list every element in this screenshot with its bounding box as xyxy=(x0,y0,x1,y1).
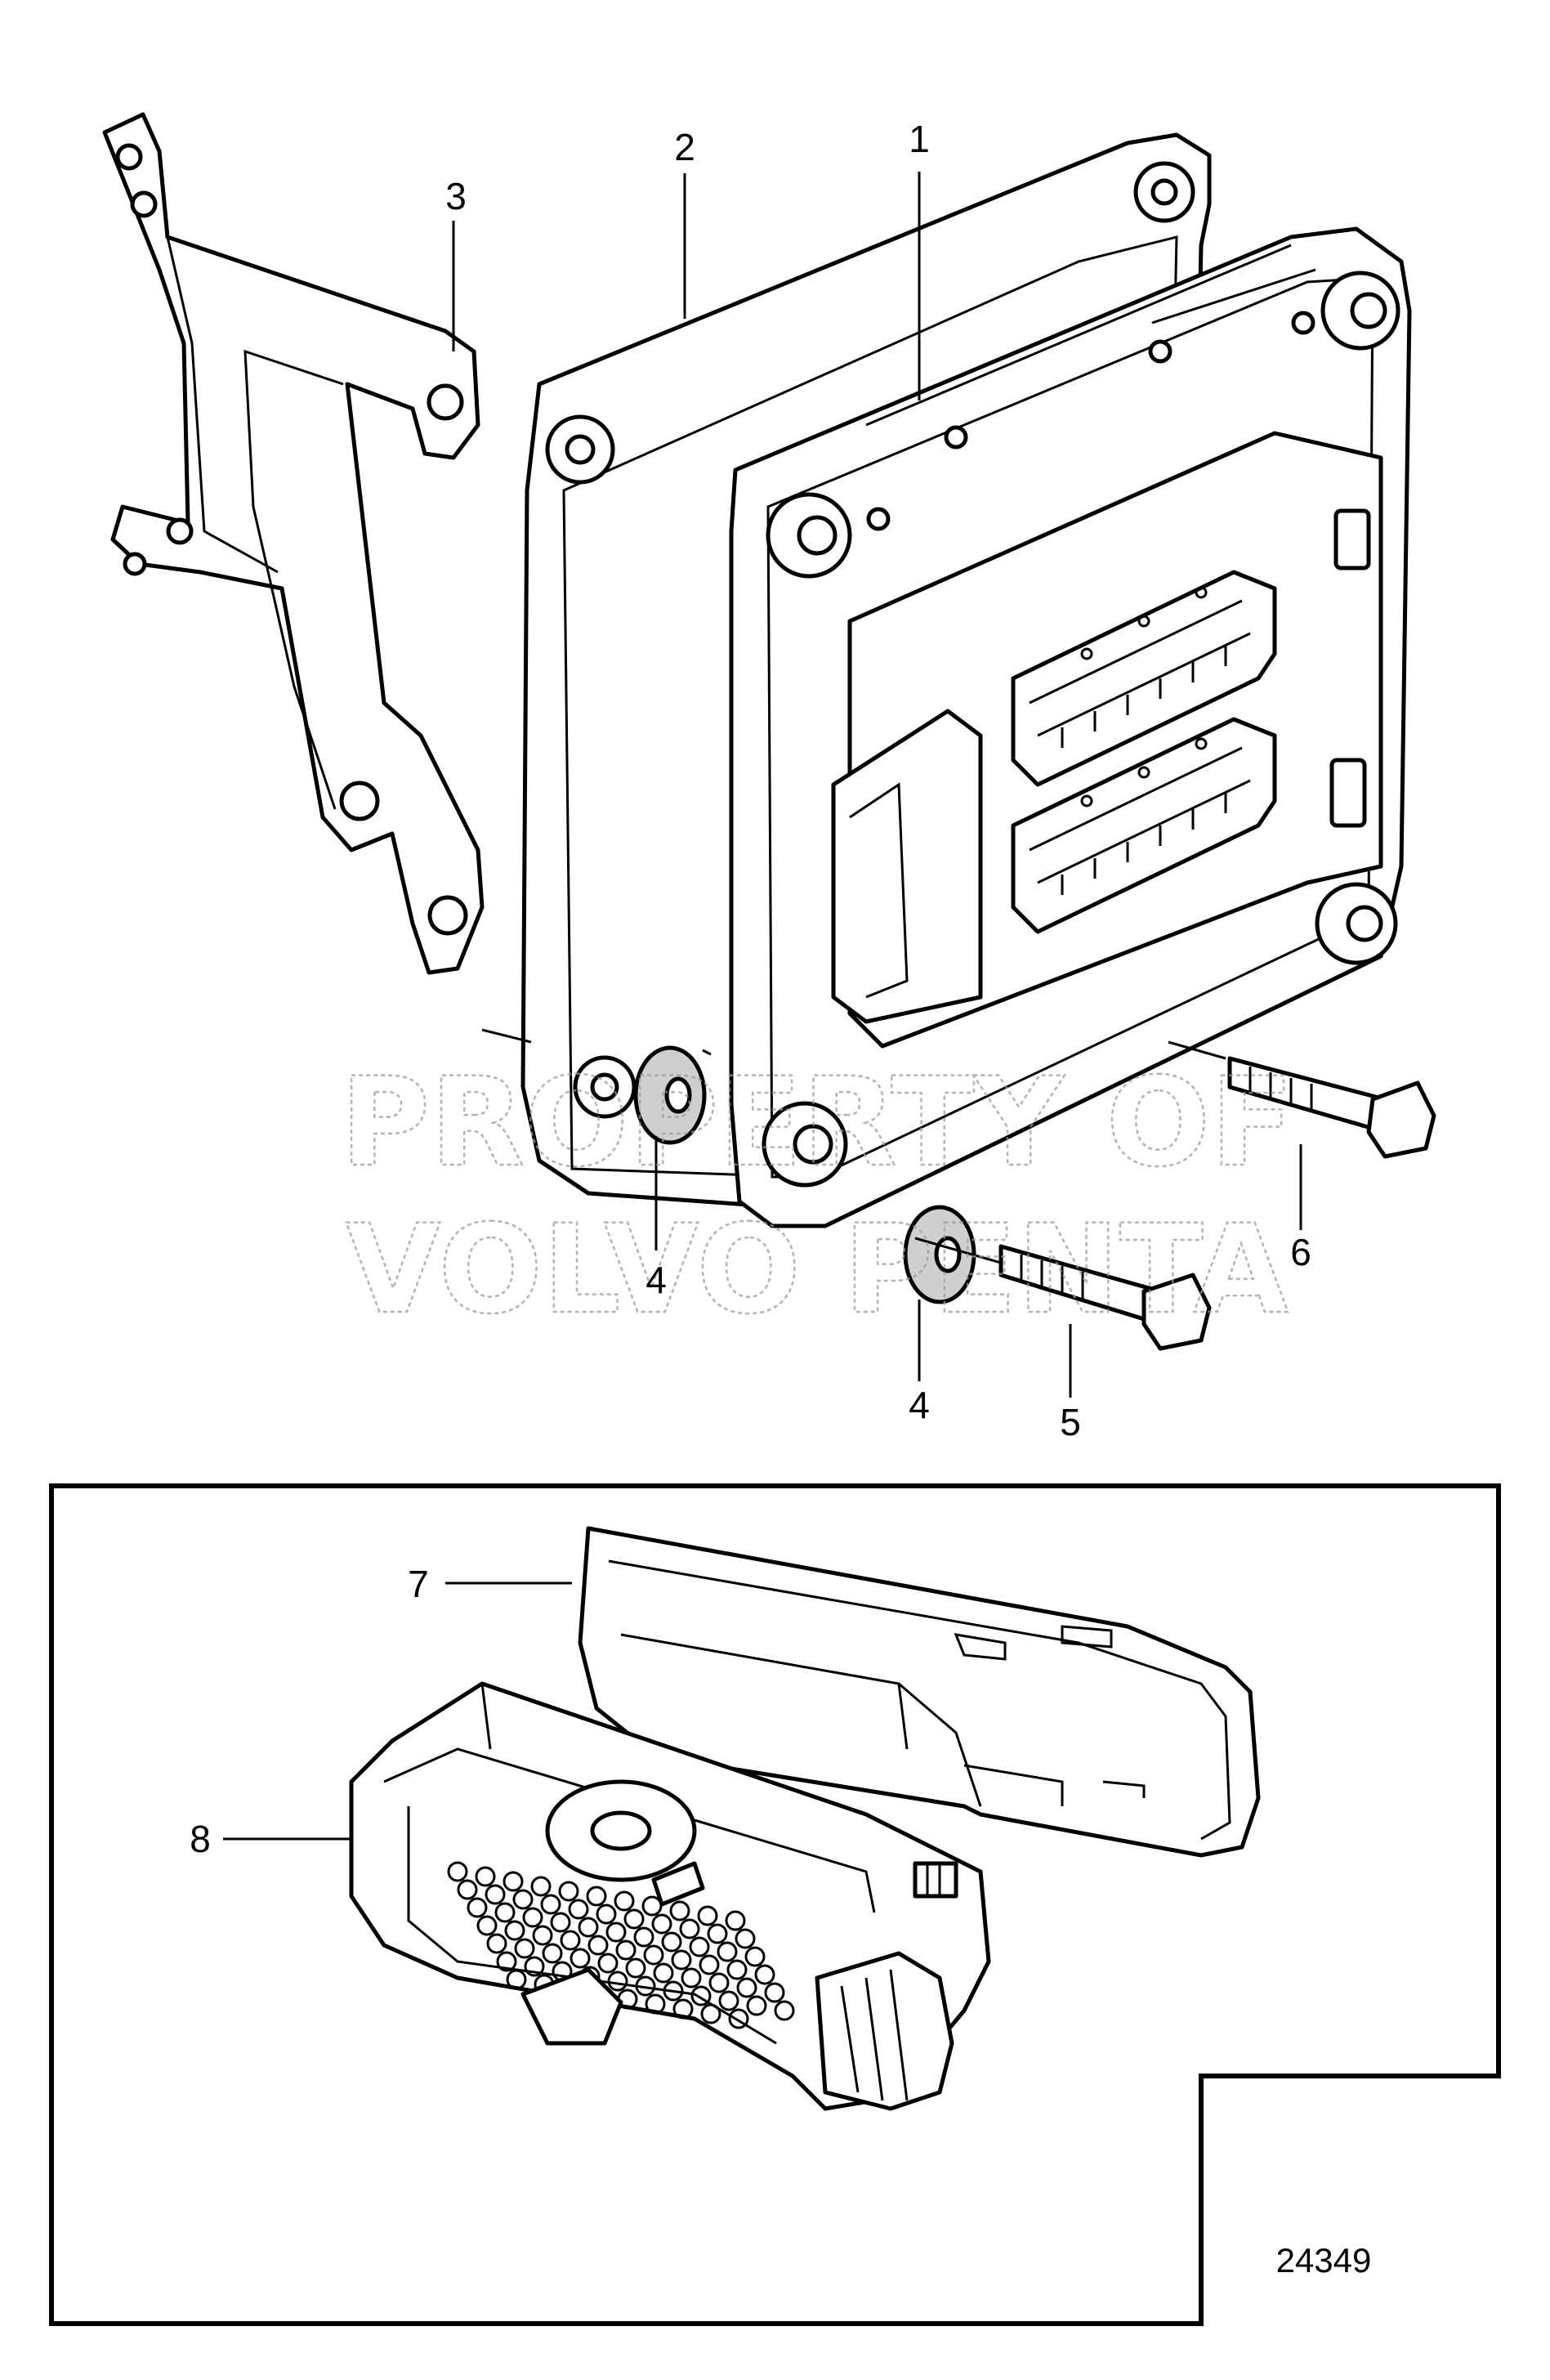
connector-housing xyxy=(349,1681,991,2111)
connector-pin xyxy=(486,1933,507,1954)
connector-socket-upper xyxy=(1011,570,1277,787)
connector-pin xyxy=(651,1913,672,1935)
connector-pin xyxy=(754,1964,775,1985)
mounting-bracket xyxy=(102,112,485,975)
connector-pin xyxy=(475,1866,496,1887)
connector-pin xyxy=(494,1902,516,1923)
connector-pin xyxy=(728,2008,749,2029)
connector-pin xyxy=(764,1982,785,2003)
callout-5: 5 xyxy=(1060,1401,1081,1443)
connector-pin xyxy=(568,1899,589,1920)
connector-pin xyxy=(514,1938,535,1959)
connector-pin xyxy=(690,1985,712,2006)
bolt-lower xyxy=(998,1244,1212,1351)
connector-pin xyxy=(447,1861,468,1882)
connector-pin xyxy=(661,1931,682,1953)
connector-pin xyxy=(542,1943,563,1964)
connector-pin xyxy=(633,1926,654,1948)
connector-pin xyxy=(570,1948,591,1969)
connector-pin xyxy=(524,1956,545,1977)
connector-pin xyxy=(635,1975,656,1997)
connector-pin xyxy=(708,1972,730,1993)
connector-pin xyxy=(496,1951,517,1972)
connector-pin xyxy=(736,1977,757,1998)
connector-pin xyxy=(671,1949,692,1971)
connector-pin xyxy=(726,1959,748,1980)
connector-pin xyxy=(643,1944,664,1966)
figure-number: 24349 xyxy=(1276,2241,1372,2279)
connector-pin xyxy=(689,1936,710,1957)
callout-8: 8 xyxy=(190,1818,211,1860)
connector-pin xyxy=(718,1990,739,2011)
connector-pin xyxy=(597,1953,619,1974)
connector-pin xyxy=(725,1910,746,1931)
connector-pin xyxy=(625,1957,646,1979)
connector-pin xyxy=(699,1954,720,1975)
connector-pin xyxy=(476,1915,498,1936)
connector-pin xyxy=(586,1886,607,1907)
watermark: PROPERTY OF VOLVO PENTA xyxy=(339,1051,1295,1343)
connector-pin xyxy=(623,1908,645,1930)
callout-4b: 4 xyxy=(909,1384,930,1426)
connector-pin xyxy=(669,1900,690,1921)
rubber-grommet-right xyxy=(903,1205,976,1304)
ecu-control-unit xyxy=(729,226,1412,1228)
connector-pin xyxy=(578,1917,599,1938)
connector-pin xyxy=(540,1894,561,1915)
connector-pin xyxy=(746,1995,767,2016)
connector-pin xyxy=(605,1921,627,1943)
connector-pin xyxy=(587,1935,609,1956)
svg-text:PROPERTY OF: PROPERTY OF xyxy=(340,1052,1293,1194)
callout-6: 6 xyxy=(1290,1231,1311,1273)
connector-pin xyxy=(530,1876,552,1897)
svg-text:VOLVO PENTA: VOLVO PENTA xyxy=(346,1199,1289,1341)
bolt-right xyxy=(1227,1056,1436,1159)
connector-pin xyxy=(485,1884,506,1905)
connector-pin xyxy=(457,1879,478,1900)
callout-4a: 4 xyxy=(645,1259,667,1301)
connector-pin xyxy=(744,1946,766,1967)
connector-pin xyxy=(607,1971,628,1992)
connector-pin xyxy=(506,1969,527,1990)
connector-pin xyxy=(504,1920,525,1941)
connector-pin xyxy=(614,1890,635,1912)
connector-pin xyxy=(467,1897,488,1918)
connector-pin xyxy=(707,1923,728,1944)
callout-1: 1 xyxy=(909,118,930,160)
connector-pin xyxy=(672,1998,694,2020)
connector-pin xyxy=(653,1962,674,1984)
connector-pin xyxy=(615,1939,637,1961)
connector-pin xyxy=(700,2003,721,2024)
connector-pin xyxy=(522,1907,543,1928)
connector-pin xyxy=(663,1980,684,2002)
callout-2: 2 xyxy=(674,126,695,168)
connector-pin xyxy=(503,1871,524,1892)
callout-3: 3 xyxy=(445,175,467,217)
connector-pin xyxy=(735,1928,756,1949)
connector-socket-lower xyxy=(1011,717,1277,934)
connector-pin xyxy=(512,1889,534,1910)
connector-pin xyxy=(532,1925,553,1946)
connector-pin xyxy=(774,2000,795,2021)
callout-7: 7 xyxy=(408,1563,429,1605)
connector-pin xyxy=(645,1993,666,2015)
inset-frame xyxy=(49,1483,1501,2326)
connector-pin xyxy=(558,1881,579,1902)
rubber-grommet-left xyxy=(633,1045,707,1145)
connector-pin xyxy=(596,1904,617,1925)
connector-pin xyxy=(679,1918,700,1939)
connector-cover xyxy=(578,1526,1261,1858)
connector-pin xyxy=(550,1912,571,1933)
connector-pin xyxy=(681,1967,702,1989)
connector-pin xyxy=(717,1941,738,1962)
connector-pin xyxy=(697,1905,718,1926)
connector-pin xyxy=(560,1930,581,1951)
